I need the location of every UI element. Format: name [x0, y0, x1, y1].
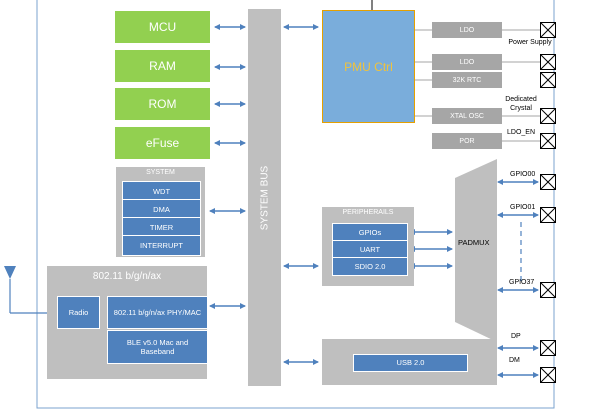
sdio-block: SDIO 2.0: [332, 257, 408, 276]
pin-dm-icon: [540, 367, 556, 383]
chip-frame: [36, 0, 555, 409]
usb-block: USB 2.0: [322, 339, 497, 385]
system-bus-label: SYSTEM BUS: [259, 165, 270, 230]
pin-power-supply-2-icon: [540, 54, 556, 70]
pin-ldo-en-icon: [540, 133, 556, 149]
phy-mac-block: 802.11 b/g/n/ax PHY/MAC: [107, 296, 208, 329]
system-bus: SYSTEM BUS: [248, 9, 281, 386]
gpio00-label: GPIO00: [510, 171, 536, 178]
por-block: POR: [432, 133, 502, 149]
wifi-block: 802.11 b/g/n/ax Radio 802.11 b/g/n/ax PH…: [47, 266, 208, 379]
dedicated-crystal-label: Dedicated Crystal: [505, 96, 537, 112]
pin-gpio01-icon: [540, 207, 556, 223]
mcu-block: MCU: [115, 11, 210, 43]
padmux-block: [455, 159, 497, 342]
rom-block: ROM: [115, 88, 210, 120]
ram-block: RAM: [115, 50, 210, 82]
radio-block: Radio: [57, 296, 100, 329]
wifi-title: 802.11 b/g/n/ax: [92, 271, 162, 282]
power-supply-label: Power Supply: [508, 39, 552, 46]
system-title: SYSTEM: [146, 169, 175, 176]
ldo2-block: LDO: [432, 54, 502, 70]
pin-rtc-icon: [540, 72, 556, 88]
pin-crystal-icon: [540, 108, 556, 124]
pin-power-supply-1-icon: [540, 22, 556, 38]
dm-label: DM: [509, 357, 520, 364]
ldo1-block: LDO: [432, 22, 502, 38]
rtc-block: 32K RTC: [432, 72, 502, 88]
pin-gpio00-icon: [540, 174, 556, 190]
pin-dp-icon: [540, 340, 556, 356]
pmu-ctrl-block: PMU Ctrl: [322, 10, 415, 123]
system-block: SYSTEM WDT DMA TIMER INTERRUPT: [116, 167, 205, 257]
dp-label: DP: [511, 333, 521, 340]
pmu-label: PMU Ctrl: [344, 59, 393, 74]
usb20-block: USB 2.0: [353, 354, 468, 372]
gpio37-label: GPIO37: [509, 279, 535, 286]
antenna-icon: [4, 266, 16, 279]
rom-label: ROM: [148, 97, 177, 111]
interrupt-block: INTERRUPT: [122, 235, 201, 256]
gpio01-label: GPIO01: [510, 204, 536, 211]
ble-block: BLE v5.0 Mac and Baseband: [107, 330, 208, 364]
mcu-label: MCU: [148, 20, 177, 34]
pin-gpio37-icon: [540, 282, 556, 298]
ram-label: RAM: [149, 59, 176, 73]
peripherals-block: PERIPHERAILS GPIOs UART SDIO 2.0: [322, 207, 414, 286]
ldo-en-label: LDO_EN: [507, 129, 536, 136]
peripherals-title: PERIPHERAILS: [342, 209, 394, 216]
xtal-block: XTAL OSC: [432, 108, 502, 124]
efuse-label: eFuse: [145, 136, 180, 150]
efuse-block: eFuse: [115, 127, 210, 159]
padmux-label: PADMUX: [458, 238, 490, 247]
